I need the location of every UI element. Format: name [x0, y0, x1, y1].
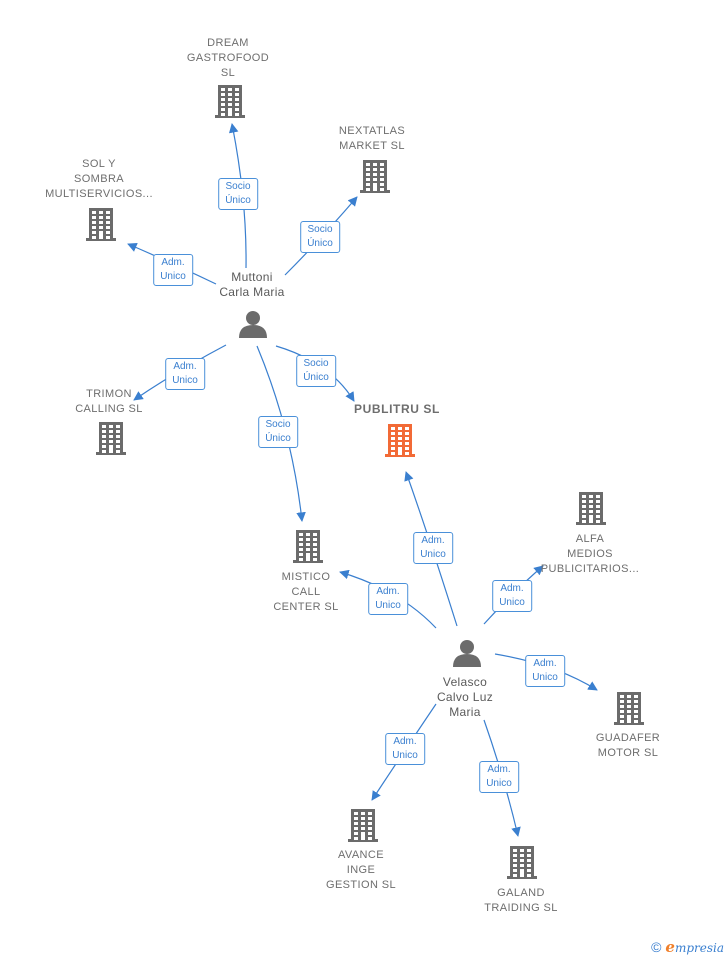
edge-label-e12[interactable]: Adm.Unico — [479, 761, 519, 793]
edge-label-e9[interactable]: Adm.Unico — [492, 580, 532, 612]
building-icon — [385, 424, 415, 457]
building-icon — [293, 530, 323, 563]
edge-label-e7[interactable]: Adm.Unico — [413, 532, 453, 564]
person-icon — [239, 311, 267, 338]
building-icon — [86, 208, 116, 241]
brand-logo: empresia — [665, 938, 724, 956]
building-icon — [96, 422, 126, 455]
building-icon — [576, 492, 606, 525]
edge-label-e11[interactable]: Adm.Unico — [385, 733, 425, 765]
building-icon — [215, 85, 245, 118]
node-label-publitru[interactable]: PUBLITRU SL — [354, 402, 440, 416]
building-icon — [360, 160, 390, 193]
edge-label-e10[interactable]: Adm.Unico — [525, 655, 565, 687]
person-icon — [453, 640, 481, 667]
building-icon — [614, 692, 644, 725]
footer-brand: © empresia — [651, 938, 724, 956]
edge-label-e3[interactable]: Adm.Unico — [153, 254, 193, 286]
building-icon — [348, 809, 378, 842]
edge-label-e8[interactable]: Adm.Unico — [368, 583, 408, 615]
edge-label-e4[interactable]: Adm.Unico — [165, 358, 205, 390]
building-icon — [507, 846, 537, 879]
copyright-icon: © — [651, 939, 662, 955]
